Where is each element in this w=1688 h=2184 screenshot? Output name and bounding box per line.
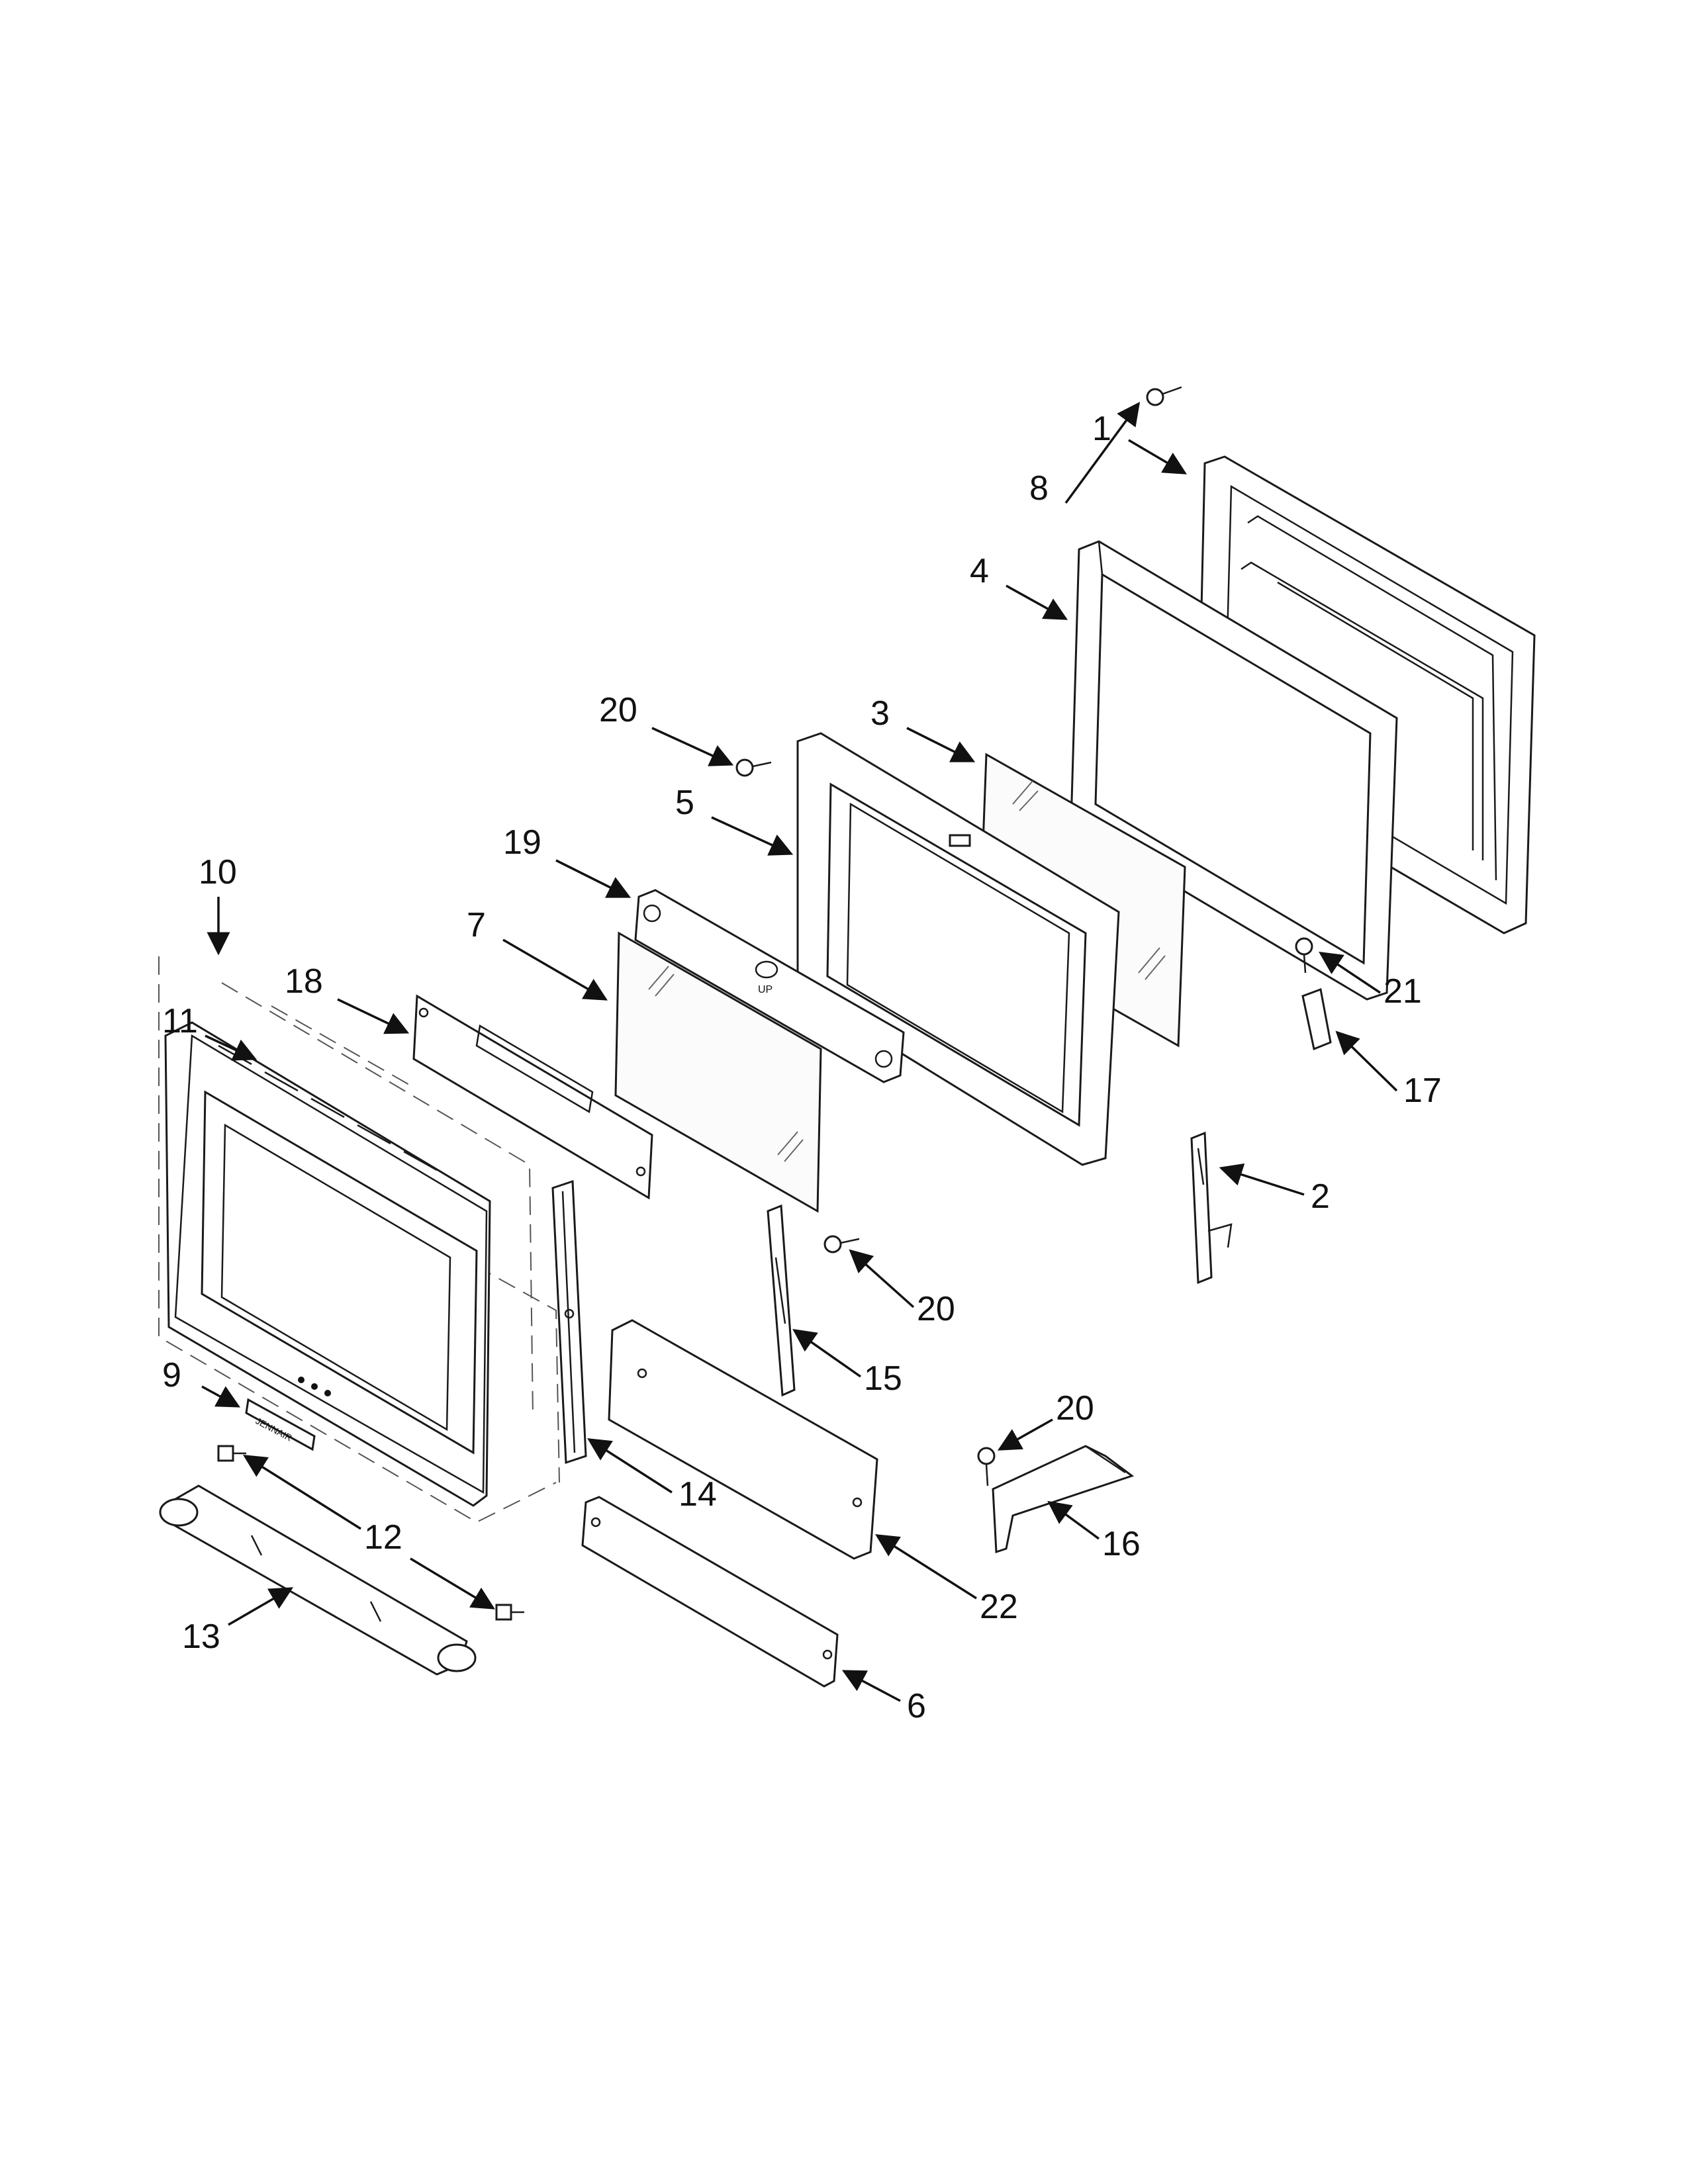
svg-text:18: 18 [285, 962, 323, 1001]
door-handle-13 [159, 1484, 477, 1676]
svg-text:2: 2 [1311, 1177, 1330, 1216]
callout-10: 10 [199, 853, 237, 956]
svg-text:5: 5 [675, 784, 694, 822]
svg-text:22: 22 [980, 1588, 1018, 1626]
callout-7: 7 [467, 906, 608, 1001]
callout-20-top: 20 [599, 691, 734, 766]
callout-15: 15 [792, 1328, 902, 1398]
svg-text:19: 19 [503, 823, 541, 862]
callout-19: 19 [503, 823, 632, 898]
window-pack-19: UP [634, 889, 905, 1083]
callout-6: 6 [841, 1670, 926, 1725]
callout-8: 8 [1029, 402, 1141, 508]
screw-20-bottom [977, 1447, 996, 1486]
svg-text:20: 20 [599, 691, 637, 729]
svg-text:21: 21 [1383, 972, 1422, 1011]
callout-21: 21 [1319, 952, 1422, 1011]
screw-8 [1146, 386, 1182, 406]
svg-text:12: 12 [364, 1518, 402, 1557]
svg-text:9: 9 [162, 1356, 181, 1394]
callout-12: 12 [243, 1455, 496, 1610]
svg-text:4: 4 [970, 552, 989, 590]
svg-text:13: 13 [182, 1617, 220, 1656]
callout-1: 1 [1092, 410, 1188, 475]
outer-door-panel [1197, 455, 1536, 934]
svg-text:1: 1 [1092, 410, 1111, 448]
handle-screw-12b [495, 1604, 524, 1621]
callout-5: 5 [675, 784, 794, 856]
svg-text:6: 6 [907, 1687, 926, 1725]
callout-18: 18 [285, 962, 410, 1034]
inner-door-frame [796, 732, 1120, 1166]
callout-16: 16 [1047, 1500, 1141, 1563]
callout-20-middle: 20 [849, 1249, 955, 1328]
callout-22: 22 [875, 1534, 1018, 1626]
up-stamp: UP [758, 984, 773, 995]
callout-20-bottom: 20 [997, 1389, 1094, 1451]
screw-20-middle [823, 1235, 860, 1253]
svg-text:17: 17 [1403, 1071, 1442, 1110]
hinge-receiver-17 [1301, 987, 1332, 1051]
svg-text:8: 8 [1029, 469, 1049, 508]
callout-9: 9 [162, 1356, 241, 1408]
screw-20-top [735, 758, 772, 777]
svg-text:3: 3 [870, 694, 890, 733]
side-trim-14 [551, 1179, 587, 1465]
svg-text:16: 16 [1102, 1525, 1141, 1563]
vent-panel-18 [412, 994, 653, 1200]
svg-text:15: 15 [864, 1359, 902, 1398]
svg-text:20: 20 [917, 1290, 955, 1328]
callout-3: 3 [870, 694, 976, 762]
glass-panel-7 [614, 931, 822, 1213]
callout-14: 14 [587, 1438, 717, 1514]
vent-slots [218, 1044, 438, 1171]
callout-11: 11 [162, 1002, 258, 1061]
callout-17: 17 [1335, 1030, 1442, 1110]
callout-4: 4 [970, 552, 1068, 620]
screw-21 [1295, 937, 1313, 974]
handle-screw-12a [217, 1445, 246, 1462]
callout-13: 13 [182, 1587, 294, 1656]
callout-2: 2 [1219, 1163, 1330, 1216]
svg-text:11: 11 [162, 1002, 198, 1040]
hinge-2 [1190, 1131, 1233, 1285]
hinge-bracket-16 [992, 1445, 1135, 1554]
svg-text:10: 10 [199, 853, 237, 891]
bottom-trim-22 [608, 1319, 878, 1560]
bracket-15 [767, 1204, 796, 1397]
svg-text:20: 20 [1056, 1389, 1094, 1428]
svg-text:14: 14 [679, 1475, 717, 1514]
outer-door-9: JENNAIR [164, 1021, 491, 1507]
lower-strip-6 [581, 1496, 839, 1688]
svg-text:7: 7 [467, 906, 486, 944]
